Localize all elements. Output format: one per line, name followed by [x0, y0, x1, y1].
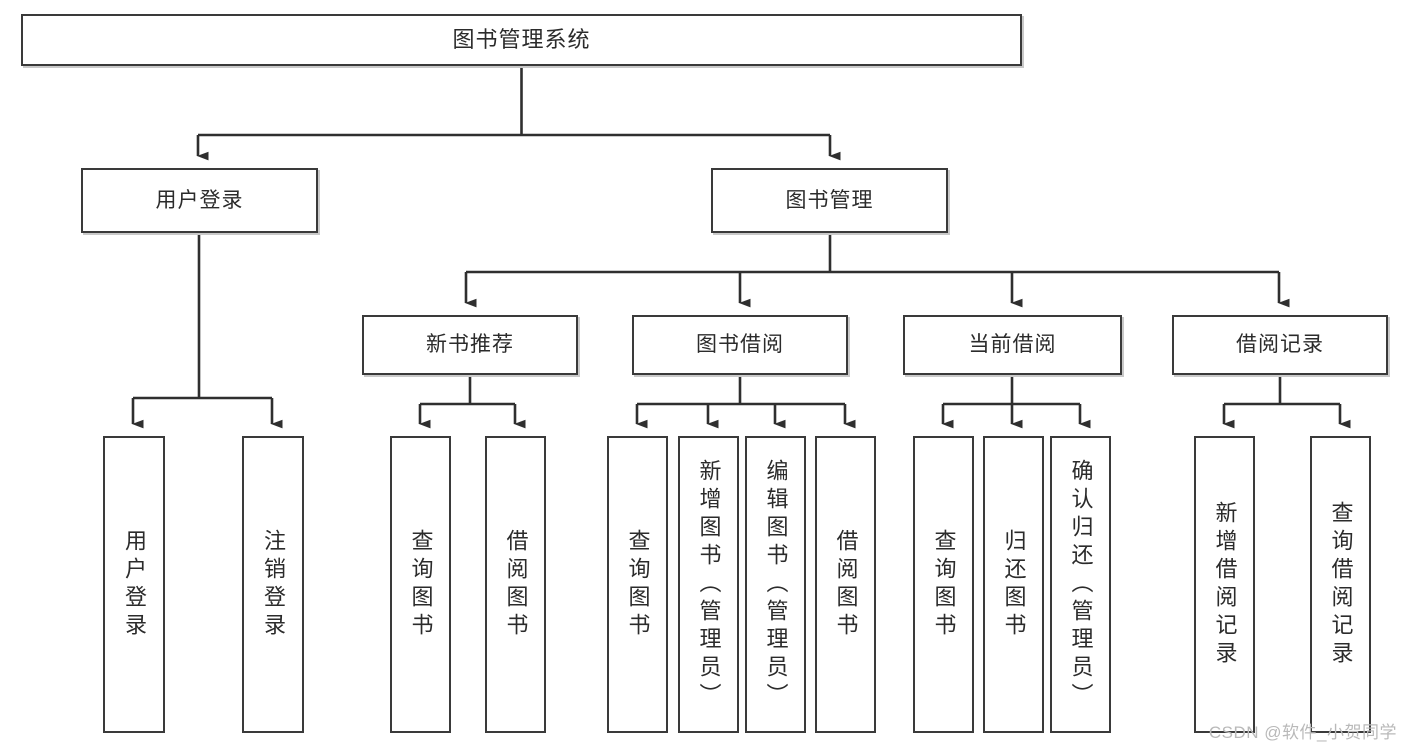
- watermark: CSDN @软件_小贺同学: [1208, 723, 1397, 742]
- node-book-borrow-label: 图书借阅: [696, 333, 784, 357]
- node-book-management-label: 图书管理: [785, 188, 874, 212]
- leaf-label: 确认归还（管理员）: [1068, 458, 1094, 711]
- node-user-login-label: 用户登录: [155, 188, 244, 212]
- leaf-label: 用户登录: [122, 528, 147, 641]
- node-book-management[interactable]: 图书管理: [711, 168, 948, 233]
- leaf-borrow-record-query[interactable]: 查询借阅记录: [1310, 436, 1371, 733]
- leaf-user-login-logout[interactable]: 注销登录: [242, 436, 304, 733]
- leaf-current-borrow-query[interactable]: 查询图书: [913, 436, 974, 733]
- node-current-borrow[interactable]: 当前借阅: [903, 315, 1122, 375]
- leaf-label: 注销登录: [261, 528, 286, 641]
- leaf-book-borrow-borrow[interactable]: 借阅图书: [815, 436, 876, 733]
- node-book-borrow[interactable]: 图书借阅: [632, 315, 848, 375]
- leaf-new-book-borrow[interactable]: 借阅图书: [485, 436, 546, 733]
- leaf-label: 归还图书: [1001, 528, 1027, 641]
- leaf-label: 查询图书: [625, 528, 651, 641]
- leaf-label: 借阅图书: [833, 528, 859, 641]
- leaf-book-borrow-edit[interactable]: 编辑图书（管理员）: [745, 436, 806, 733]
- leaf-current-borrow-return[interactable]: 归还图书: [983, 436, 1044, 733]
- leaf-user-login-login[interactable]: 用户登录: [103, 436, 165, 733]
- node-root[interactable]: 图书管理系统: [21, 14, 1022, 66]
- leaf-label: 查询图书: [931, 528, 957, 641]
- node-new-book-recommend-label: 新书推荐: [426, 333, 514, 357]
- leaf-label: 编辑图书（管理员）: [763, 458, 789, 711]
- node-user-login[interactable]: 用户登录: [81, 168, 318, 233]
- leaf-label: 查询借阅记录: [1328, 500, 1354, 669]
- leaf-label: 查询图书: [408, 528, 434, 641]
- leaf-book-borrow-add[interactable]: 新增图书（管理员）: [678, 436, 739, 733]
- leaf-label: 新增图书（管理员）: [696, 458, 722, 711]
- leaf-new-book-query[interactable]: 查询图书: [390, 436, 451, 733]
- leaf-current-borrow-confirm-return[interactable]: 确认归还（管理员）: [1050, 436, 1111, 733]
- node-root-label: 图书管理系统: [452, 26, 591, 52]
- node-current-borrow-label: 当前借阅: [968, 333, 1057, 357]
- leaf-borrow-record-add[interactable]: 新增借阅记录: [1194, 436, 1255, 733]
- node-borrow-record-label: 借阅记录: [1236, 333, 1324, 357]
- node-new-book-recommend[interactable]: 新书推荐: [362, 315, 578, 375]
- leaf-label: 新增借阅记录: [1212, 500, 1238, 669]
- node-borrow-record[interactable]: 借阅记录: [1172, 315, 1388, 375]
- leaf-label: 借阅图书: [503, 528, 529, 641]
- leaf-book-borrow-query[interactable]: 查询图书: [607, 436, 668, 733]
